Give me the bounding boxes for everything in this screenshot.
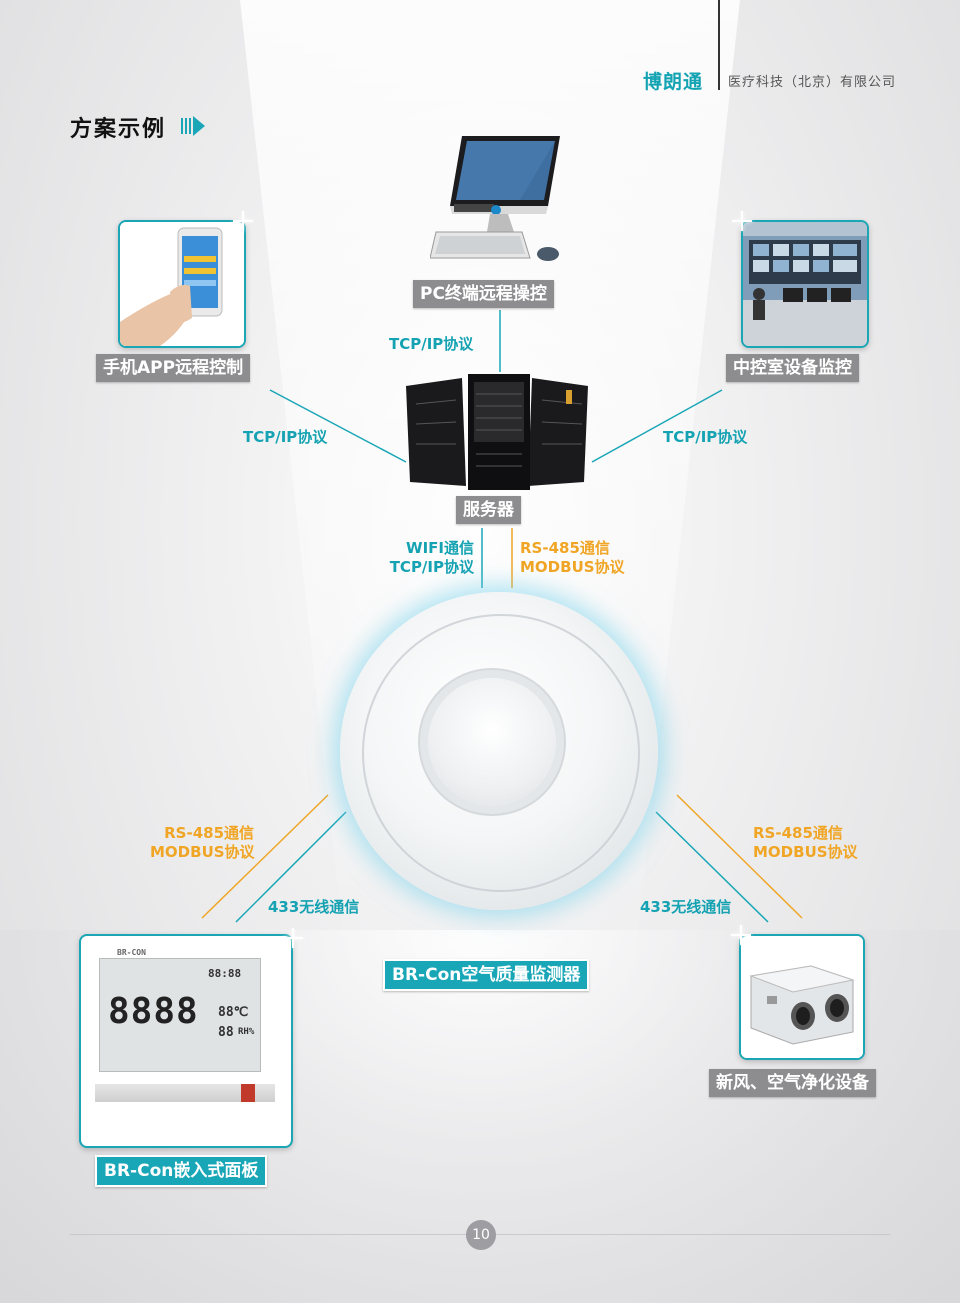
protocol-mobile-server: TCP/IP协议 [243,428,328,446]
protocol-wifi: WIFI通信 TCP/IP协议 [386,539,474,577]
link-control-server [591,389,723,463]
protocol-wifi-line2: TCP/IP协议 [389,558,474,576]
panel-label: BR-Con嵌入式面板 [95,1155,268,1187]
embedded-panel-image: 88:88 8888 88℃ 88 RH% BR-CON [79,934,293,1148]
detector-label: BR-Con空气质量监测器 [383,959,590,991]
sparkle-icon [732,211,752,231]
protocol-rs485-freshair: RS-485通信 MODBUS协议 [753,824,858,862]
link-detector-freshair-rs485 [676,794,803,919]
server-rack-icon [406,374,588,490]
phone-hand-icon [120,222,244,346]
protocol-control-server: TCP/IP协议 [663,428,748,446]
link-detector-panel-rs485 [201,794,329,919]
panel-lcd-screen: 88:88 8888 88℃ 88 RH% [99,958,261,1072]
sparkle-icon [731,925,751,945]
server-label: 服务器 [456,496,521,524]
detector-ring [362,614,640,892]
sparkle-icon [283,928,303,948]
brand-logo: 博朗通 [643,71,704,93]
control-room-icon [743,222,867,346]
protocol-rs485-panel: RS-485通信 MODBUS协议 [150,824,255,862]
panel-indicator [241,1084,255,1102]
lcd-humidity: 88 [218,1025,234,1040]
link-mobile-server [269,389,407,463]
company-name: 医疗科技（北京）有限公司 [728,75,897,90]
protocol-433-freshair: 433无线通信 [640,898,732,916]
protocol-rs485-freshair-line2: MODBUS协议 [753,843,858,861]
lcd-humidity-unit: RH% [238,1027,255,1037]
lcd-main-digits: 8888 [108,991,199,1032]
protocol-rs485-freshair-line1: RS-485通信 [753,824,843,842]
protocol-wifi-line1: WIFI通信 [406,539,474,557]
protocol-pc-server: TCP/IP协议 [389,335,474,353]
protocol-rs485-panel-line2: MODBUS协议 [150,843,255,861]
control-room-label: 中控室设备监控 [726,354,859,382]
lcd-top-digits: 88:88 [208,967,242,980]
lcd-temperature: 88℃ [218,1005,249,1020]
protocol-rs485-server-line2: MODBUS协议 [520,558,625,576]
section-title: 方案示例 [70,117,167,142]
detector-sensor [428,678,556,806]
control-room-image [741,220,869,348]
protocol-rs485-server-line1: RS-485通信 [520,539,610,557]
fresh-air-image [739,934,865,1060]
pc-computer-icon [430,136,560,261]
panel-brand: BR-CON [117,948,146,957]
sparkle-icon [233,211,253,231]
protocol-433-panel: 433无线通信 [268,898,360,916]
mobile-label: 手机APP远程控制 [96,354,251,382]
pc-label: PC终端远程操控 [413,280,554,308]
fresh-air-label: 新风、空气净化设备 [709,1069,876,1097]
link-detector-freshair-433 [655,811,769,923]
fresh-air-unit-icon [741,936,863,1058]
protocol-rs485-panel-line1: RS-485通信 [164,824,254,842]
mobile-app-image [118,220,246,348]
protocol-rs485-server: RS-485通信 MODBUS协议 [520,539,625,577]
panel-buttons [95,1084,275,1102]
link-detector-panel-433 [235,811,347,923]
page-number: 10 [466,1220,496,1250]
title-arrow-icon [181,116,205,136]
header-divider [718,0,720,90]
